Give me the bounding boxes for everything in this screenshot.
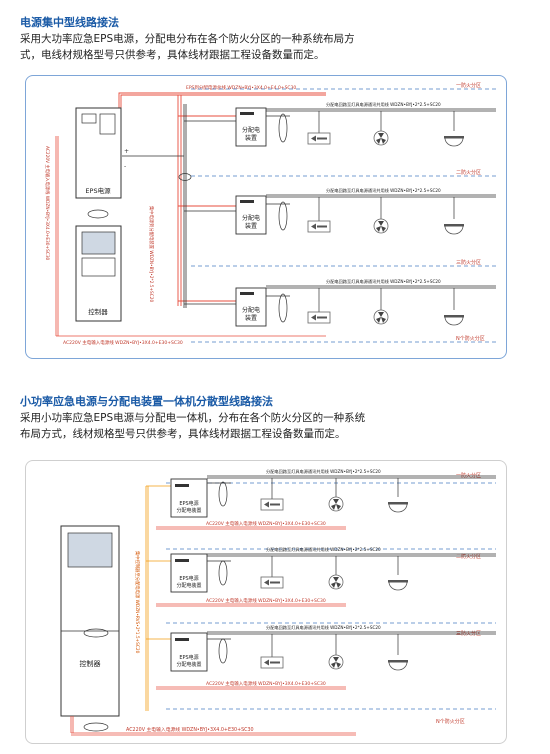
d2-zone-2: 二防火分区 bbox=[456, 553, 481, 560]
d1-zone-3: 三防火分区 bbox=[456, 259, 481, 266]
section2-title: 小功率应急电源与分配电装置一体机分散型线路接法 bbox=[20, 395, 273, 408]
d2-fan-icon-2 bbox=[328, 574, 344, 590]
svg-text:分配电: 分配电 bbox=[242, 306, 260, 314]
svg-text:EPS电源: EPS电源 bbox=[85, 186, 111, 195]
d2-eps-box-3: EPS电源 分配电装置 bbox=[170, 632, 208, 672]
d2-fan-icon-1 bbox=[328, 496, 344, 512]
svg-text:分配电: 分配电 bbox=[242, 214, 260, 222]
diagram1-svg: EPS到分配电源总线 WDZN•BYJ•3X4.0+E4.0+SC30 + - … bbox=[44, 82, 496, 346]
svg-text:分配电: 分配电 bbox=[242, 126, 260, 134]
d1-distribution-box-3: 分配电 装置 bbox=[235, 287, 267, 327]
d1-zone-2: 二防火分区 bbox=[456, 169, 481, 176]
d1-branch-cable-1: 分配电回路至灯具电源通讯共用线 WDZN•BYJ•2*2.5+SC20 bbox=[326, 101, 441, 108]
d2-controller-cabinet: 控制器 bbox=[60, 525, 120, 717]
d2-feed-cable-3: AC220V 主电输入电源线 WDZN•BYJ•3X4.0+E30+SC30 bbox=[206, 680, 326, 687]
d1-minus-sign: - bbox=[124, 163, 126, 170]
diagram2-svg: 一防火分区 二防火分区 三防火分区 N个防火分区 集中控制器至分配电电源 WDZ… bbox=[60, 468, 496, 736]
section2-description: 采用小功率应急EPS电源与分配电一体机，分布在各个防火分区的一种系统 布局方式，… bbox=[20, 410, 400, 442]
d2-branch-cable-3: 分配电回路至灯具电源通讯共用线 WDZN•BYJ•2*2.5+SC20 bbox=[266, 624, 381, 631]
d2-fan-icon-3 bbox=[328, 654, 344, 670]
d1-branch-cable-2: 分配电回路至灯具电源通讯共用线 WDZN•BYJ•2*2.5+SC20 bbox=[326, 187, 441, 194]
diagram2-panel: 一防火分区 二防火分区 三防火分区 N个防火分区 集中控制器至分配电电源 WDZ… bbox=[25, 460, 507, 744]
d2-bottom-cable-label: AC220V 主电输入电源线 WDZN•BYJ•3X4.0+E30+SC30 bbox=[126, 726, 254, 733]
d2-zone-4: N个防火分区 bbox=[436, 718, 465, 725]
d1-distribution-box-2: 分配电 装置 bbox=[235, 195, 267, 235]
d2-branch-cable-1: 分配电回路至灯具电源通讯共用线 WDZN•BYJ•2*2.5+SC20 bbox=[266, 468, 381, 475]
svg-text:分配电装置: 分配电装置 bbox=[176, 661, 201, 668]
d2-feed-cable-1: AC220V 主电输入电源线 WDZN•BYJ•3X4.0+E30+SC30 bbox=[206, 520, 326, 527]
d2-zone-1: 一防火分区 bbox=[456, 472, 481, 479]
svg-text:EPS电源: EPS电源 bbox=[179, 500, 198, 507]
d1-zone-4: N个防火分区 bbox=[456, 335, 485, 342]
d2-exit-sign-3 bbox=[260, 656, 284, 669]
d1-mid-cable-label: 集中电源到分配电装置 WDZN•BYJ•2*2.5+SC20 bbox=[148, 206, 155, 303]
d1-dome-light-2 bbox=[443, 223, 465, 235]
d2-feed-cable-2: AC220V 主电输入电源线 WDZN•BYJ•3X4.0+E30+SC30 bbox=[206, 597, 326, 604]
d2-branch-cable-2: 分配电回路至灯具电源通讯共用线 WDZN•BYJ•2*2.5+SC20 bbox=[266, 546, 381, 553]
svg-text:控制器: 控制器 bbox=[80, 659, 101, 668]
section1-desc-line2: 式，电线材规格型号只供参考，具体线材跟据工程设备数量而定。 bbox=[20, 49, 325, 61]
section2-desc-line1: 采用小功率应急EPS电源与分配电一体机，分布在各个防火分区的一种系统 bbox=[20, 412, 366, 424]
diagram1-panel: EPS到分配电源总线 WDZN•BYJ•3X4.0+E4.0+SC30 + - … bbox=[25, 75, 507, 359]
section2-desc-line2: 布局方式，线材规格型号只供参考，具体线材跟据工程设备数量而定。 bbox=[20, 428, 346, 440]
section1-title: 电源集中型线路接法 bbox=[20, 16, 119, 29]
svg-text:EPS电源: EPS电源 bbox=[179, 654, 198, 661]
d2-vertical-cable-label: 集中控制器至分配电电源 WDZN•RVS•2*1.5+SC20 bbox=[134, 551, 141, 654]
d2-eps-box-2: EPS电源 分配电装置 bbox=[170, 553, 208, 593]
d1-exit-sign-3 bbox=[307, 311, 331, 324]
svg-text:EPS电源: EPS电源 bbox=[179, 575, 198, 582]
d1-exit-sign-1 bbox=[307, 132, 331, 145]
svg-text:装置: 装置 bbox=[245, 134, 257, 142]
d1-bottom-cable-label: AC220V 主电输入电源线 WDZN•BYJ•3X4.0+E30+SC30 bbox=[63, 339, 183, 346]
d1-dome-light-1 bbox=[443, 135, 465, 147]
d2-dome-light-1 bbox=[387, 501, 409, 513]
d2-dome-light-3 bbox=[387, 659, 409, 671]
d2-eps-box-1: EPS电源 分配电装置 bbox=[170, 478, 208, 518]
d1-dome-light-3 bbox=[443, 314, 465, 326]
d1-eps-cabinet: EPS电源 bbox=[75, 107, 122, 199]
d1-branch-cable-3: 分配电回路至灯具电源通讯共用线 WDZN•BYJ•2*2.5+SC20 bbox=[326, 278, 441, 285]
d2-dome-light-2 bbox=[387, 579, 409, 591]
section1-description: 采用大功率应急EPS电源，分配电分布在各个防火分区的一种系统布局方 式，电线材规… bbox=[20, 31, 400, 63]
d1-exit-sign-2 bbox=[307, 220, 331, 233]
d1-top-cable-label: EPS到分配电源总线 WDZN•BYJ•3X4.0+E4.0+SC30 bbox=[186, 84, 296, 91]
svg-text:分配电装置: 分配电装置 bbox=[176, 507, 201, 514]
section1-desc-line1: 采用大功率应急EPS电源，分配电分布在各个防火分区的一种系统布局方 bbox=[20, 33, 355, 45]
d1-fan-icon-3 bbox=[373, 309, 389, 325]
svg-text:装置: 装置 bbox=[245, 314, 257, 322]
d1-fan-icon-2 bbox=[373, 218, 389, 234]
d1-plus-sign: + bbox=[124, 148, 129, 155]
d1-fan-icon-1 bbox=[373, 130, 389, 146]
d1-zone-1: 一防火分区 bbox=[456, 82, 481, 89]
d1-left-cable-label: AC220V 主电输入电源线 WDZN•BYJ•3X4.0+E30+SC30 bbox=[44, 146, 51, 261]
d1-distribution-box-1: 分配电 装置 bbox=[235, 107, 267, 147]
svg-text:分配电装置: 分配电装置 bbox=[176, 582, 201, 589]
svg-text:装置: 装置 bbox=[245, 222, 257, 230]
d2-zone-3: 三防火分区 bbox=[456, 630, 481, 637]
d2-exit-sign-2 bbox=[260, 576, 284, 589]
svg-text:控制器: 控制器 bbox=[88, 307, 108, 316]
d1-controller-cabinet: 控制器 bbox=[75, 225, 122, 322]
d2-exit-sign-1 bbox=[260, 498, 284, 511]
